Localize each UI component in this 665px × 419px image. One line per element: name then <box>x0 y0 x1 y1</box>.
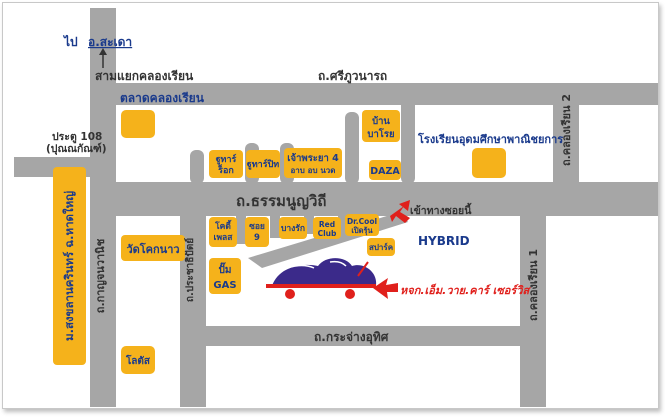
hybrid-label: HYBRID <box>418 234 470 248</box>
road-kanchanawanit-label: ถ.กาญจนวานิช <box>94 238 107 313</box>
school-label: โรงเรียนอุดมศึกษาพาณิชยการ <box>417 132 563 147</box>
landmark-box-icon <box>121 235 185 261</box>
to-label: ไป <box>62 34 78 49</box>
shop-redclub-label: Red <box>319 220 335 229</box>
shop-spark-label: สปาร์ค <box>369 242 393 252</box>
car-logo-icon <box>266 258 377 299</box>
junction-label: สามแยกคลองเรียน <box>95 69 194 83</box>
shop-kodi-label: โคดี้ <box>214 219 232 232</box>
gas-pump-label: ปั๊ม <box>219 262 232 276</box>
road-sriphuwanart <box>90 83 658 105</box>
entrance-label: เข้าทางซอยนี้ <box>410 202 472 217</box>
red-arrow-icon <box>390 200 410 223</box>
shop-soi9-label: ซอย <box>249 222 265 232</box>
road-stub-6 <box>236 216 246 244</box>
red-arrow-icon <box>373 278 398 299</box>
daza-label: DAZA <box>370 166 400 177</box>
roads <box>14 8 658 407</box>
shop-drcool-sub-label: เปิดรุ้น <box>351 226 373 235</box>
landmark-box-icon <box>362 110 400 142</box>
landmark-box-icon <box>345 214 379 236</box>
house-label: บ้าน <box>372 115 390 127</box>
company-label: หจก.เอ็ม.วาย.คาร์ เซอร์วิส <box>400 283 531 297</box>
shop-redclub-sub-label: Club <box>318 229 337 238</box>
landmark-box-icon <box>53 167 86 365</box>
shop-chaophraya-sub-label: อาบ อบ นวด <box>291 166 336 175</box>
shop-turk-rock-label: ฐูทาร์ร็อก <box>216 153 237 176</box>
road-khlongrian1-label: ถ.คลองเรียน 1 <box>527 249 540 321</box>
landmark-box-icon <box>209 258 241 294</box>
road-stub-5 <box>401 95 415 184</box>
road-stub-4 <box>345 112 359 184</box>
landmark-box-icon <box>367 238 395 256</box>
university-label: ม.สงขลานครินทร์ ฉ.หาดใหญ่ <box>62 191 76 341</box>
road-khlongrian2-label: ถ.คลองเรียน 2 <box>560 94 573 166</box>
road-prachathipat-label: ถ.ประชาธิปัตย์ <box>184 238 196 302</box>
market-label: ตลาดคลองเรียน <box>120 91 205 105</box>
road-stub-9 <box>338 216 348 230</box>
landmark-box-icon <box>279 217 307 239</box>
road-khlongrian2 <box>553 83 579 216</box>
shop-turk-pit-label: ฐูทาร์ปิท <box>247 158 279 170</box>
house-sub-label: บาโรย <box>367 128 394 140</box>
shop-bangrak-label: บางรัก <box>281 223 305 234</box>
landmark-box-icon <box>209 150 243 178</box>
road-krachangutit <box>206 326 520 346</box>
landmark-box-icon <box>472 148 506 178</box>
shop-chaophraya-label: เจ้าพระยา 4 <box>287 152 339 164</box>
landmark-box-icon <box>245 217 269 247</box>
landmark-box-icon <box>246 150 280 178</box>
up-arrow-icon <box>99 48 107 68</box>
landmark-box-icon <box>121 110 155 138</box>
road-thammanoon-label: ถ.ธรรมนูญวิถี <box>236 192 326 211</box>
gate-label: ประตู 108 <box>52 131 102 144</box>
shop-soi9-sub-label: 9 <box>254 233 260 243</box>
landmark-box-icon <box>313 217 341 239</box>
gate-sub-label: (ปุณณกัณฑ์) <box>46 142 107 156</box>
landmark-box-icon <box>209 217 237 247</box>
road-khlongrian1 <box>520 216 546 407</box>
lotus-label: โลตัส <box>125 354 151 367</box>
gas-label: GAS <box>213 280 236 291</box>
road-sriphuwanart-label: ถ.ศรีภูวนารถ <box>318 69 387 84</box>
landmark-box-icon <box>121 346 155 374</box>
landmark-boxes <box>53 110 506 374</box>
temple-label: วัดโคกนาว <box>126 242 179 256</box>
landmark-box-icon <box>284 148 342 178</box>
saduea-label: อ.สะเดา <box>88 35 132 49</box>
road-krachangutit-label: ถ.กระจ่างอุทิศ <box>314 330 389 345</box>
road-stub-1 <box>190 150 204 184</box>
road-stub-7 <box>270 216 280 238</box>
landmark-box-icon <box>369 160 401 180</box>
shop-kodi-sub-label: เพลส <box>214 233 234 243</box>
shop-drcool-label: Dr.Cool <box>347 217 377 226</box>
road-stub-8 <box>304 216 314 234</box>
